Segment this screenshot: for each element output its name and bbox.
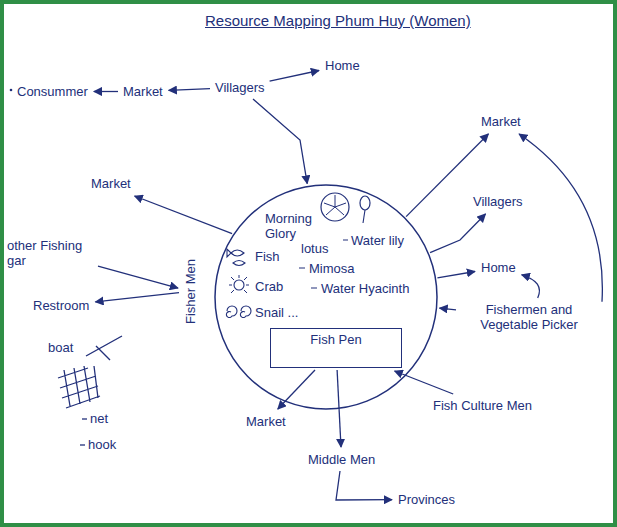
flow-arrow	[395, 371, 454, 394]
node-text: Fish Culture Men	[433, 398, 532, 413]
node-text: Fishermen and Vegetable Picker	[461, 302, 597, 332]
node-text: Market	[246, 414, 286, 429]
resource-name: Mimosa	[309, 261, 355, 276]
text-node: Market	[243, 412, 289, 431]
node-text: other Fishing gar	[7, 238, 93, 268]
flow-arrow	[278, 370, 315, 409]
dash-mark	[80, 444, 85, 445]
resource-name: Morning Glory	[265, 211, 327, 241]
flow-arrow	[98, 266, 178, 288]
crab-icon	[234, 280, 244, 290]
text-node: Market	[120, 82, 166, 101]
flow-arrow	[135, 196, 233, 234]
text-node: Middle Men	[305, 450, 378, 469]
node-text: Market	[123, 84, 163, 99]
flow-arrow	[437, 272, 475, 278]
node-text: Restroom	[33, 298, 89, 313]
text-node: Fishermen and Vegetable Picker	[458, 300, 600, 334]
text-node: Villagers	[470, 192, 526, 211]
lotus-icon	[321, 193, 349, 221]
node-text: Fisher Men	[183, 259, 198, 324]
flow-arrow	[270, 71, 319, 82]
region-outline-svg	[213, 183, 439, 411]
text-node: Consummer	[14, 82, 91, 101]
text-node: Fisher Men	[181, 256, 200, 327]
flow-arrow	[95, 293, 179, 302]
crab-legs	[229, 275, 249, 293]
flow-arrow	[522, 275, 540, 298]
node-text: Market	[91, 176, 131, 191]
flow-arrow	[519, 134, 602, 302]
water-lily-icon	[360, 196, 370, 210]
dash-mark	[82, 418, 87, 419]
resource-name: Fish	[255, 249, 280, 264]
node-text: Home	[481, 260, 516, 275]
flow-arrow	[253, 99, 307, 184]
flow-arrow	[440, 308, 457, 310]
node-text: Provinces	[398, 492, 455, 507]
text-node: Home	[478, 258, 519, 277]
resource-name: Crab	[255, 279, 283, 294]
flow-arrow	[169, 89, 210, 91]
gear-label: net	[90, 411, 108, 426]
text-node: Home	[322, 56, 363, 75]
region-outline	[215, 185, 437, 409]
node-text: Home	[325, 58, 360, 73]
snail-icon	[226, 306, 251, 318]
boat-sketch	[86, 336, 122, 360]
node-text: Villagers	[473, 194, 523, 209]
text-node: Market	[88, 174, 134, 193]
text-node: Fish Culture Men	[430, 396, 535, 415]
net-sketch	[58, 366, 100, 408]
diagram-title: Resource Mapping Phum Huy (Women)	[205, 12, 471, 30]
node-text: Villagers	[215, 80, 265, 95]
node-text: Consummer	[17, 84, 88, 99]
flow-arrow	[336, 471, 392, 500]
text-node: Restroom	[30, 296, 92, 315]
gear-label: boat	[48, 340, 73, 355]
text-node: Provinces	[395, 490, 458, 509]
water-lily-stem	[363, 210, 365, 223]
resource-name: Water Hyacinth	[321, 281, 409, 296]
resource-name: lotus	[301, 241, 328, 256]
flow-arrow	[94, 91, 118, 92]
gear-label: hook	[88, 437, 116, 452]
flow-arrow	[430, 214, 485, 253]
node-text: Middle Men	[308, 452, 375, 467]
resource-name: Water lily	[351, 233, 404, 248]
fish-pen-box: Fish Pen	[270, 328, 402, 368]
node-text: Fish Pen	[274, 332, 398, 347]
text-node: Market	[478, 112, 524, 131]
bullet-dot	[10, 89, 13, 92]
text-node: Villagers	[212, 78, 268, 97]
lotus-icon-veins	[324, 195, 346, 215]
resource-area: Morning Glorylotus Water lilyFishMimosaCr…	[213, 183, 439, 411]
text-node: other Fishing gar	[4, 236, 96, 270]
node-text: Market	[481, 114, 521, 129]
resource-name: Snail ...	[255, 305, 298, 320]
fish-icon	[227, 249, 245, 266]
